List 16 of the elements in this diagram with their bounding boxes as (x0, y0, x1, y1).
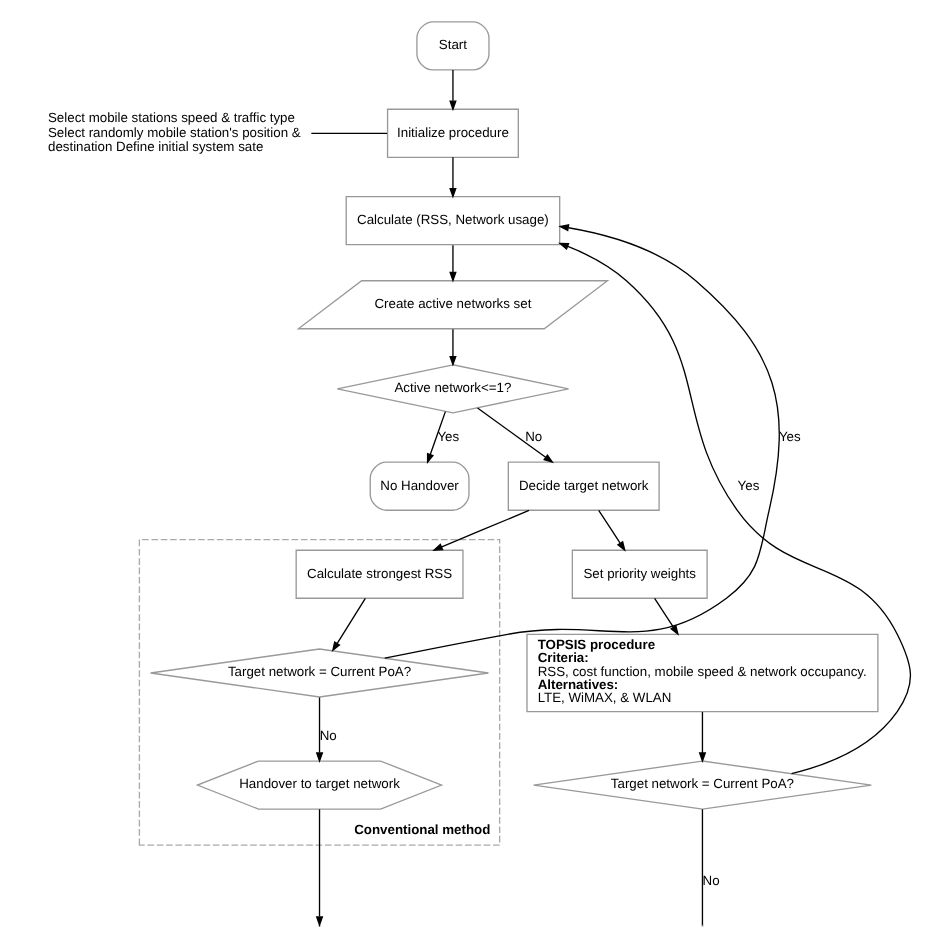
arrow (432, 509, 530, 551)
connector (701, 808, 704, 926)
arrow (426, 410, 447, 465)
connector (310, 132, 388, 134)
arrow (384, 224, 780, 659)
arrow (598, 509, 626, 552)
arrow (449, 156, 457, 199)
arrow (449, 328, 457, 367)
arrow (476, 407, 554, 464)
arrow (449, 244, 457, 283)
arrow (653, 597, 679, 636)
arrow (315, 696, 324, 763)
arrow (558, 242, 912, 775)
arrow (449, 69, 457, 112)
arrow (331, 597, 366, 653)
arrow (698, 711, 707, 764)
